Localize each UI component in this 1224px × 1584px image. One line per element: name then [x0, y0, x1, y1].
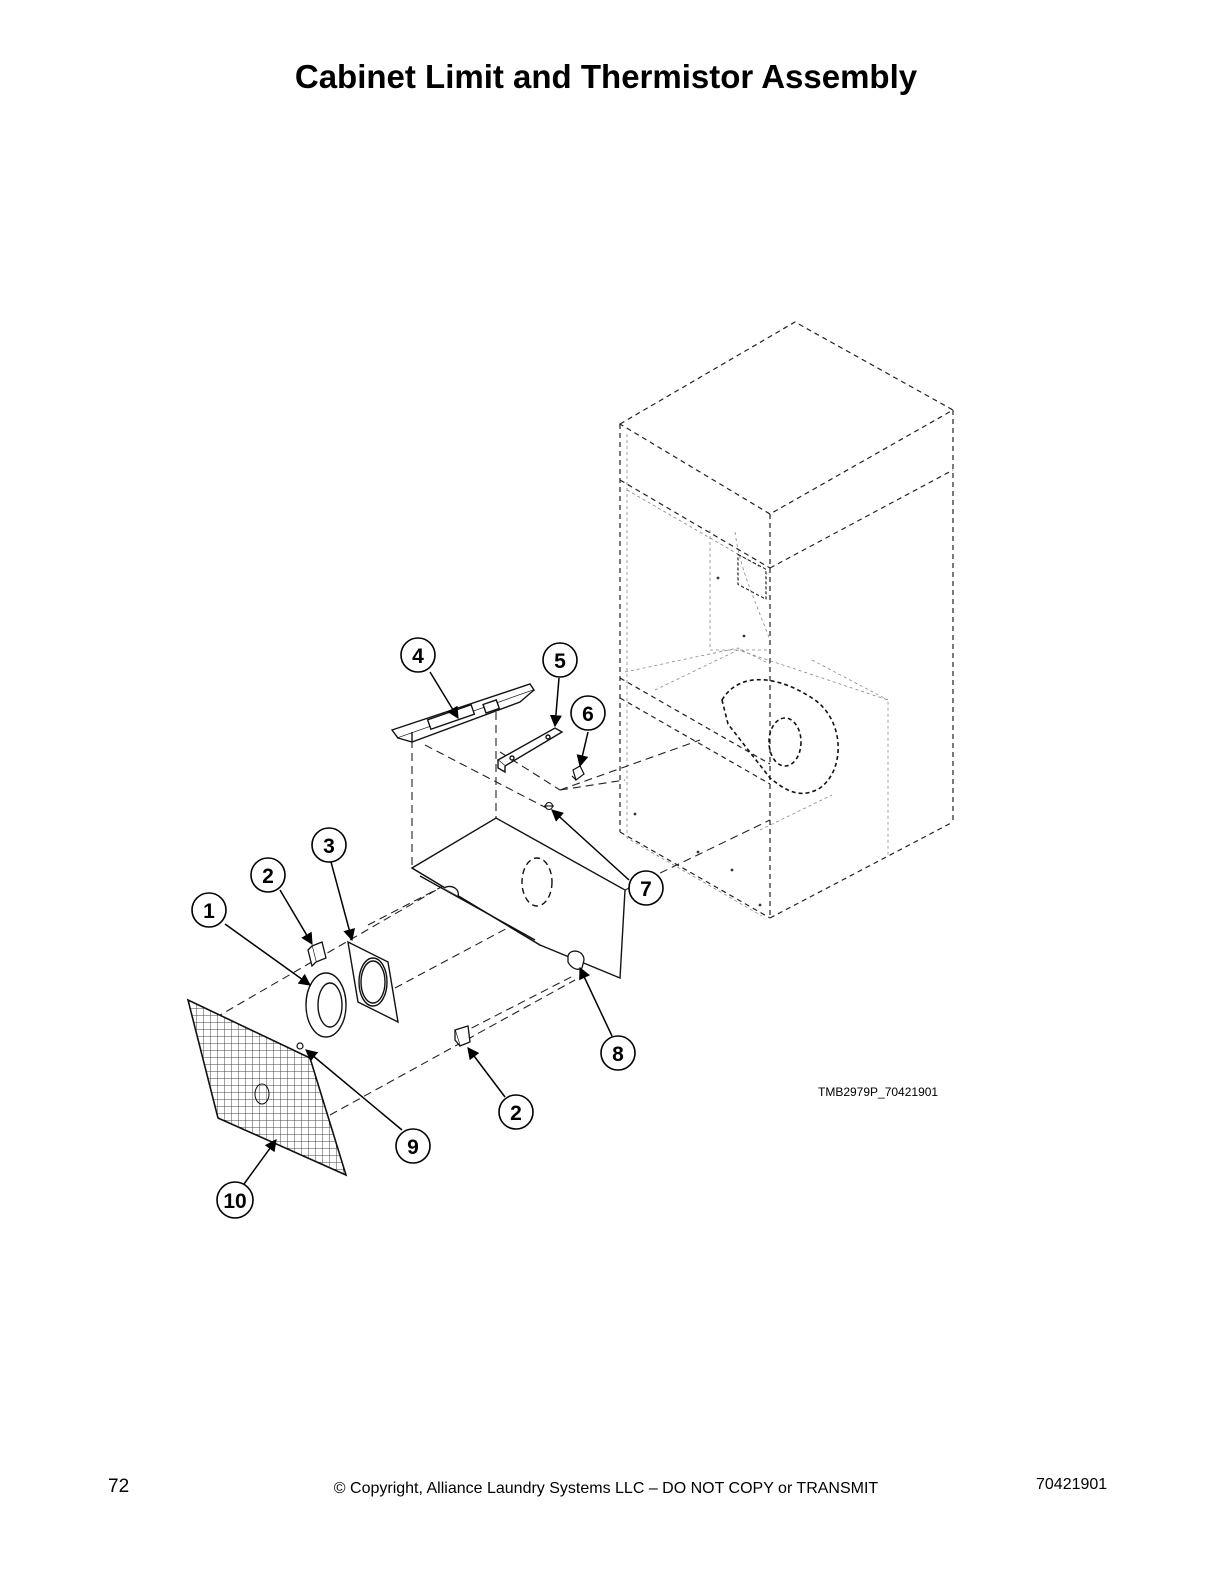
callout-9: 9: [395, 1128, 431, 1164]
callout-2-upper-label: 2: [262, 865, 274, 888]
leader-arrows: [224, 671, 630, 1185]
page-number: 72: [108, 1476, 130, 1497]
callout-10-label: 10: [223, 1190, 246, 1213]
part-6-clip: [571, 765, 585, 781]
callout-5-label: 5: [554, 650, 566, 673]
callout-8: 8: [600, 1035, 636, 1071]
callout-1-label: 1: [203, 900, 215, 923]
callout-2-lower: 2: [498, 1094, 534, 1130]
callout-6: 6: [570, 695, 606, 731]
part-2-clip-lower: [454, 1025, 471, 1047]
callout-9-label: 9: [407, 1136, 419, 1159]
callout-3: 3: [311, 827, 347, 863]
part-8-tab: [567, 950, 585, 970]
part-5-rail: [496, 727, 564, 774]
part-4-bracket: [390, 683, 536, 743]
callout-1: 1: [191, 892, 227, 928]
callout-3-label: 3: [323, 835, 335, 858]
callout-7: 7: [628, 870, 664, 906]
document-number: 70421901: [1036, 1476, 1108, 1493]
callout-7-label: 7: [640, 878, 652, 901]
callout-2-upper: 2: [250, 857, 286, 893]
drawing-id-label: TMB2979P_70421901: [818, 1085, 938, 1099]
callout-8-label: 8: [612, 1043, 624, 1066]
callout-2-lower-label: 2: [510, 1102, 522, 1125]
part-2-clip-upper: [307, 941, 327, 968]
duct-housing: [410, 817, 627, 980]
callout-6-label: 6: [582, 703, 594, 726]
part-3-plate: [347, 940, 399, 1024]
callout-5: 5: [542, 642, 578, 678]
cabinet-dots: [633, 576, 762, 907]
part-10-screen: [186, 998, 348, 1177]
copyright-notice: © Copyright, Alliance Laundry Systems LL…: [333, 1480, 879, 1497]
page-title: Cabinet Limit and Thermistor Assembly: [294, 58, 918, 95]
cabinet-vent-opening: [737, 553, 767, 601]
part-9-screw: [296, 1042, 304, 1050]
projection-lines: [214, 712, 771, 1116]
dryer-cabinet-inner-lines: [624, 434, 889, 917]
callout-10: 10: [216, 1181, 254, 1219]
part-1-ring: [305, 972, 347, 1038]
blower-housing: [721, 678, 839, 795]
dryer-cabinet-outline: [618, 321, 955, 919]
callout-4-label: 4: [412, 645, 424, 668]
part-7-thermistor: [544, 801, 554, 811]
callout-4: 4: [400, 637, 436, 673]
